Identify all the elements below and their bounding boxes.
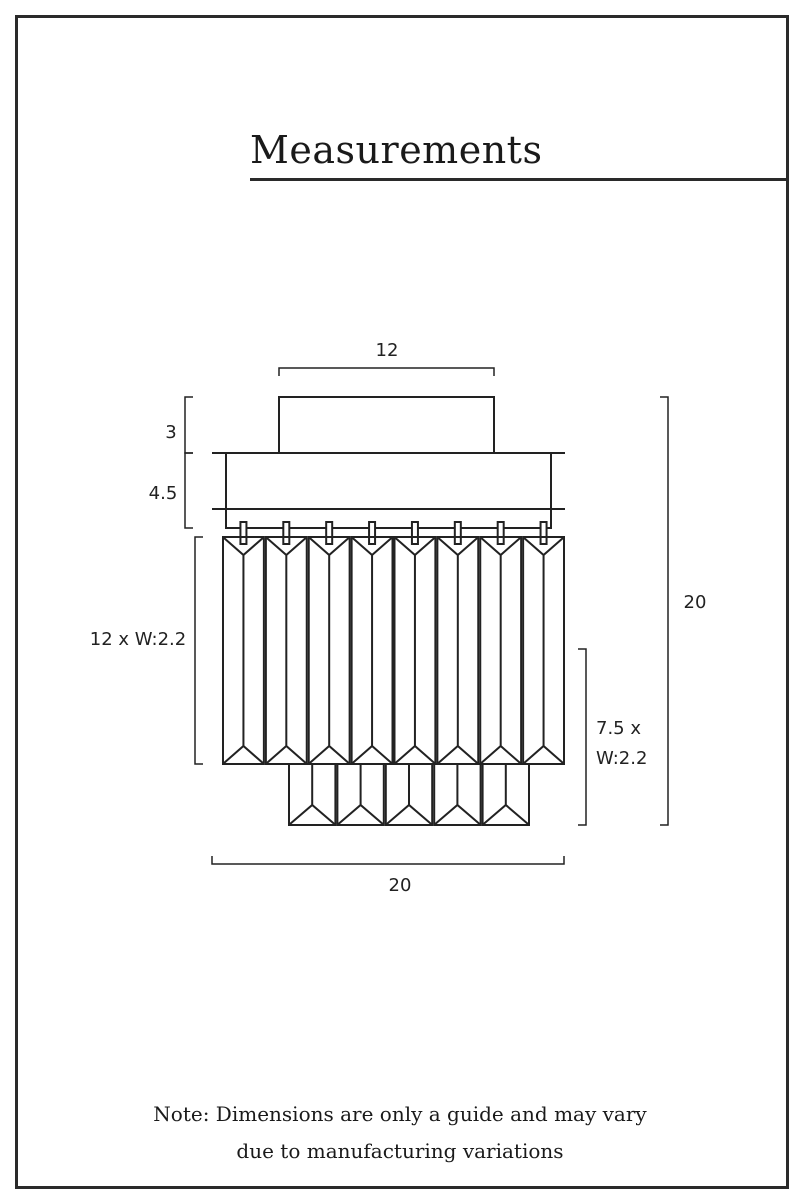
crystal-facets xyxy=(482,764,529,825)
title-underline xyxy=(250,178,786,181)
canopy-box xyxy=(225,452,552,529)
upper-crystal xyxy=(264,536,308,765)
crystal-clip xyxy=(410,521,419,545)
lower-crystal xyxy=(433,763,482,826)
crystal-clip xyxy=(325,521,334,545)
upper-crystal xyxy=(436,536,480,765)
upper-crystal xyxy=(222,536,265,765)
disclaimer-note: Note: Dimensions are only a guide and ma… xyxy=(0,1096,800,1170)
page-title: Measurements xyxy=(250,128,543,172)
dimension-brackets xyxy=(184,367,669,865)
lower-crystal xyxy=(288,763,337,826)
crystal-facets xyxy=(289,764,336,825)
bracket-top-height xyxy=(184,396,193,454)
bracket-total-width xyxy=(211,856,565,865)
page-frame xyxy=(15,15,789,1189)
crystal-facets xyxy=(386,764,432,825)
crystal-outline xyxy=(264,536,308,765)
label-top-height: 3 xyxy=(165,422,176,443)
crystal-clip xyxy=(239,521,248,545)
bracket-top-width xyxy=(278,367,495,376)
crystal-clip xyxy=(496,521,505,545)
crystal-facets xyxy=(337,764,384,825)
label-total-width: 20 xyxy=(389,875,412,896)
crystal-clip xyxy=(539,521,548,545)
upper-crystal xyxy=(479,536,523,765)
crystal-clip xyxy=(368,521,377,545)
crystal-facets xyxy=(266,537,307,764)
crystal-facets xyxy=(480,537,521,764)
crystal-facets xyxy=(434,764,481,825)
crystal-outline xyxy=(522,536,565,765)
bracket-total-height xyxy=(660,396,669,826)
upper-crystal xyxy=(393,536,437,765)
crystal-facets xyxy=(223,537,264,764)
clips xyxy=(239,521,548,545)
note-line-2: due to manufacturing variations xyxy=(236,1139,564,1163)
crystal-facets xyxy=(437,537,478,764)
crystal-clip xyxy=(453,521,462,545)
note-line-1: Note: Dimensions are only a guide and ma… xyxy=(153,1102,647,1126)
label-total-height: 20 xyxy=(684,592,707,613)
crystal-facets xyxy=(394,537,436,764)
crystal-facets xyxy=(523,537,564,764)
bracket-upper-crystal xyxy=(194,536,203,765)
label-lower-crystal-1: 7.5 x xyxy=(596,718,641,739)
label-lower-crystal-2: W:2.2 xyxy=(596,748,647,769)
crystal-clip xyxy=(282,521,291,545)
lower-crystal-row xyxy=(288,763,531,826)
label-upper-crystal: 12 x W:2.2 xyxy=(90,629,186,650)
top-mount-box xyxy=(278,396,495,454)
lower-crystal xyxy=(481,763,531,826)
fixture-drawing xyxy=(212,396,565,826)
crystal-facets xyxy=(351,537,393,764)
lower-crystal xyxy=(384,763,434,826)
bracket-lower-crystal xyxy=(578,648,587,826)
crystal-facets xyxy=(309,537,350,764)
upper-crystal xyxy=(350,536,394,765)
crystal-outline xyxy=(222,536,265,765)
bracket-canopy-height xyxy=(184,452,193,529)
lower-crystal xyxy=(336,763,385,826)
upper-crystal-row xyxy=(222,536,565,765)
upper-crystal xyxy=(522,536,565,765)
label-canopy-height: 4.5 xyxy=(149,483,178,504)
label-top-width: 12 xyxy=(376,340,399,361)
upper-crystal xyxy=(307,536,351,765)
